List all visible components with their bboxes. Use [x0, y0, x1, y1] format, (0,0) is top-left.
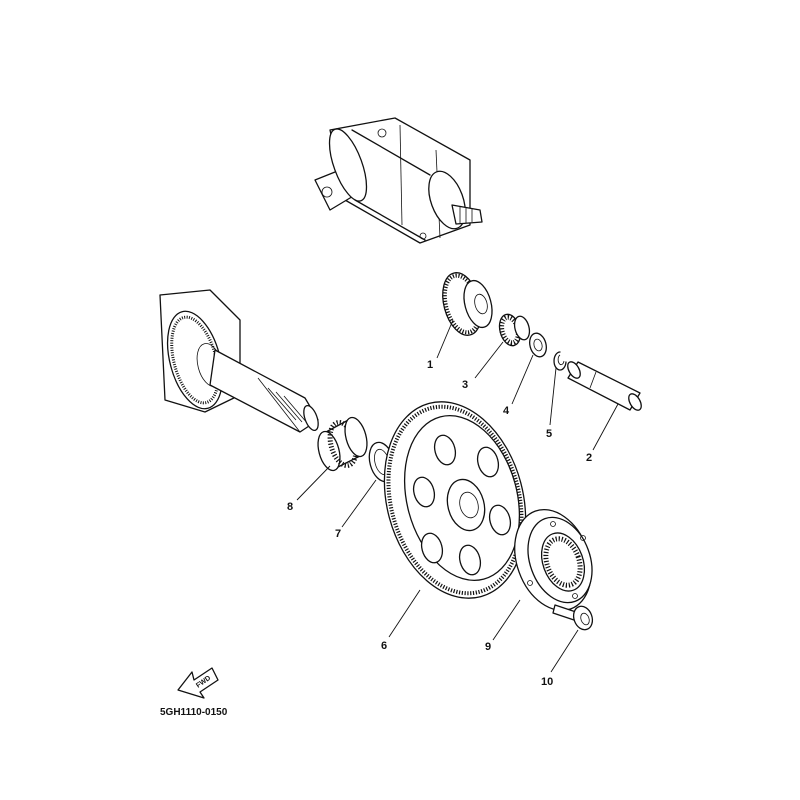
part-9-one-way-clutch	[514, 508, 593, 612]
callout-6: 6	[381, 640, 387, 652]
part-3-needle-bearing	[498, 313, 531, 347]
part-5-circlip	[553, 351, 567, 371]
callout-1: 1	[427, 359, 433, 371]
callout-10: 10	[541, 676, 553, 688]
starter-motor-drawing	[314, 117, 483, 244]
part-10-bolt	[552, 604, 594, 631]
part-4-washer	[529, 332, 547, 358]
crankshaft-drawing	[159, 289, 319, 433]
leader-lines	[296, 319, 619, 673]
fwd-arrow-icon: FWD	[177, 667, 219, 699]
diagram-part-code: 5GH1110-0150	[160, 707, 228, 718]
part-6-wheel-gear	[383, 401, 527, 599]
callout-8: 8	[287, 501, 293, 513]
callout-4: 4	[503, 405, 510, 417]
callout-2: 2	[586, 452, 592, 464]
callout-9: 9	[485, 641, 491, 653]
callout-7: 7	[335, 528, 341, 540]
part-8-needle-bearing	[317, 416, 368, 472]
part-1-idle-gear	[442, 272, 493, 336]
part-2-shaft	[567, 361, 642, 411]
callout-3: 3	[462, 379, 468, 391]
callout-5: 5	[546, 428, 552, 440]
